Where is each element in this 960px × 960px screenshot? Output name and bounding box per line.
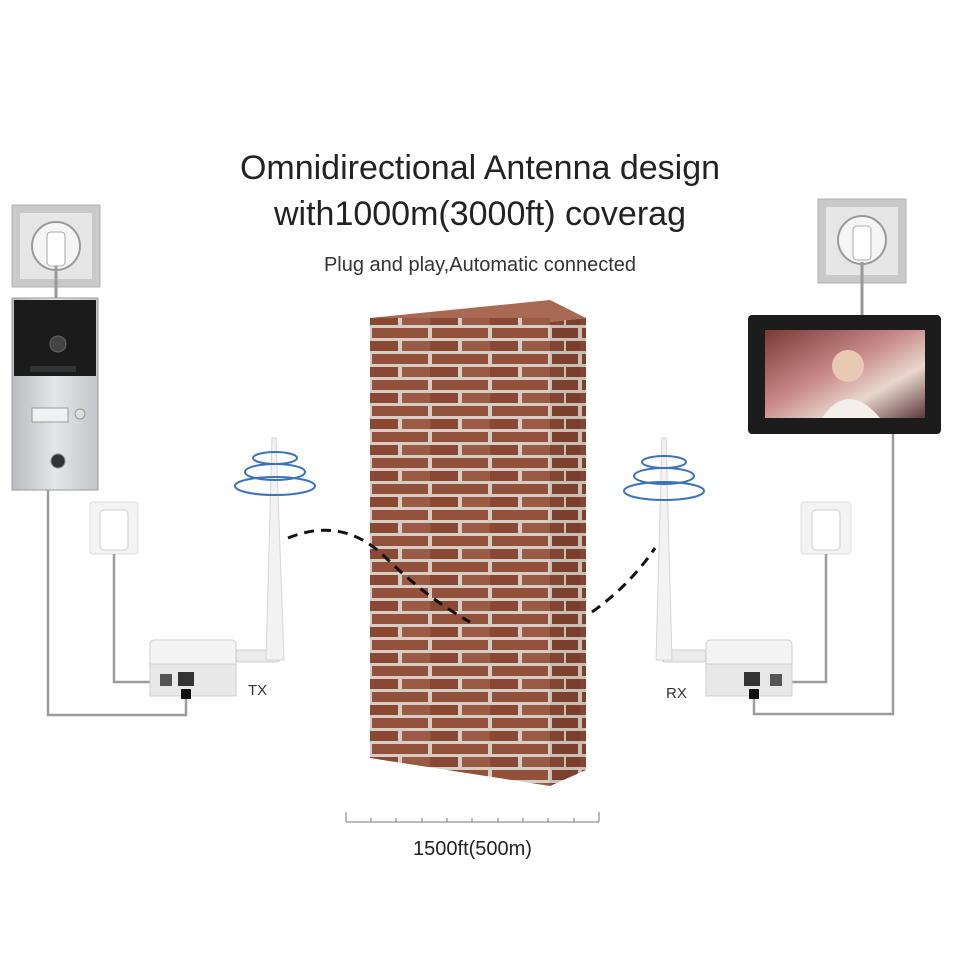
- signal-path: [287, 528, 657, 624]
- tx-module-icon: [149, 437, 285, 699]
- wall-socket-left-icon: [11, 204, 101, 288]
- power-adapter-right-icon: [800, 501, 852, 555]
- signal-waves-right-icon: [623, 455, 705, 501]
- distance-label: 1500ft(500m): [413, 838, 532, 860]
- power-adapter-left-icon: [89, 501, 139, 555]
- subtitle: Plug and play,Automatic connected: [323, 254, 637, 276]
- title-line-1: Omnidirectional Antenna design: [239, 149, 721, 187]
- cables: [46, 434, 895, 717]
- distance-ruler: [345, 812, 600, 823]
- door-station-icon: [11, 266, 99, 491]
- signal-waves-left-icon: [234, 451, 316, 496]
- rx-module-icon: [655, 437, 793, 699]
- tx-label: TX: [248, 682, 268, 699]
- brick-wall: [370, 300, 586, 786]
- indoor-monitor-icon: [748, 262, 941, 434]
- title-line-2: with1000m(3000ft) coverag: [273, 195, 686, 233]
- rx-label: RX: [666, 685, 687, 702]
